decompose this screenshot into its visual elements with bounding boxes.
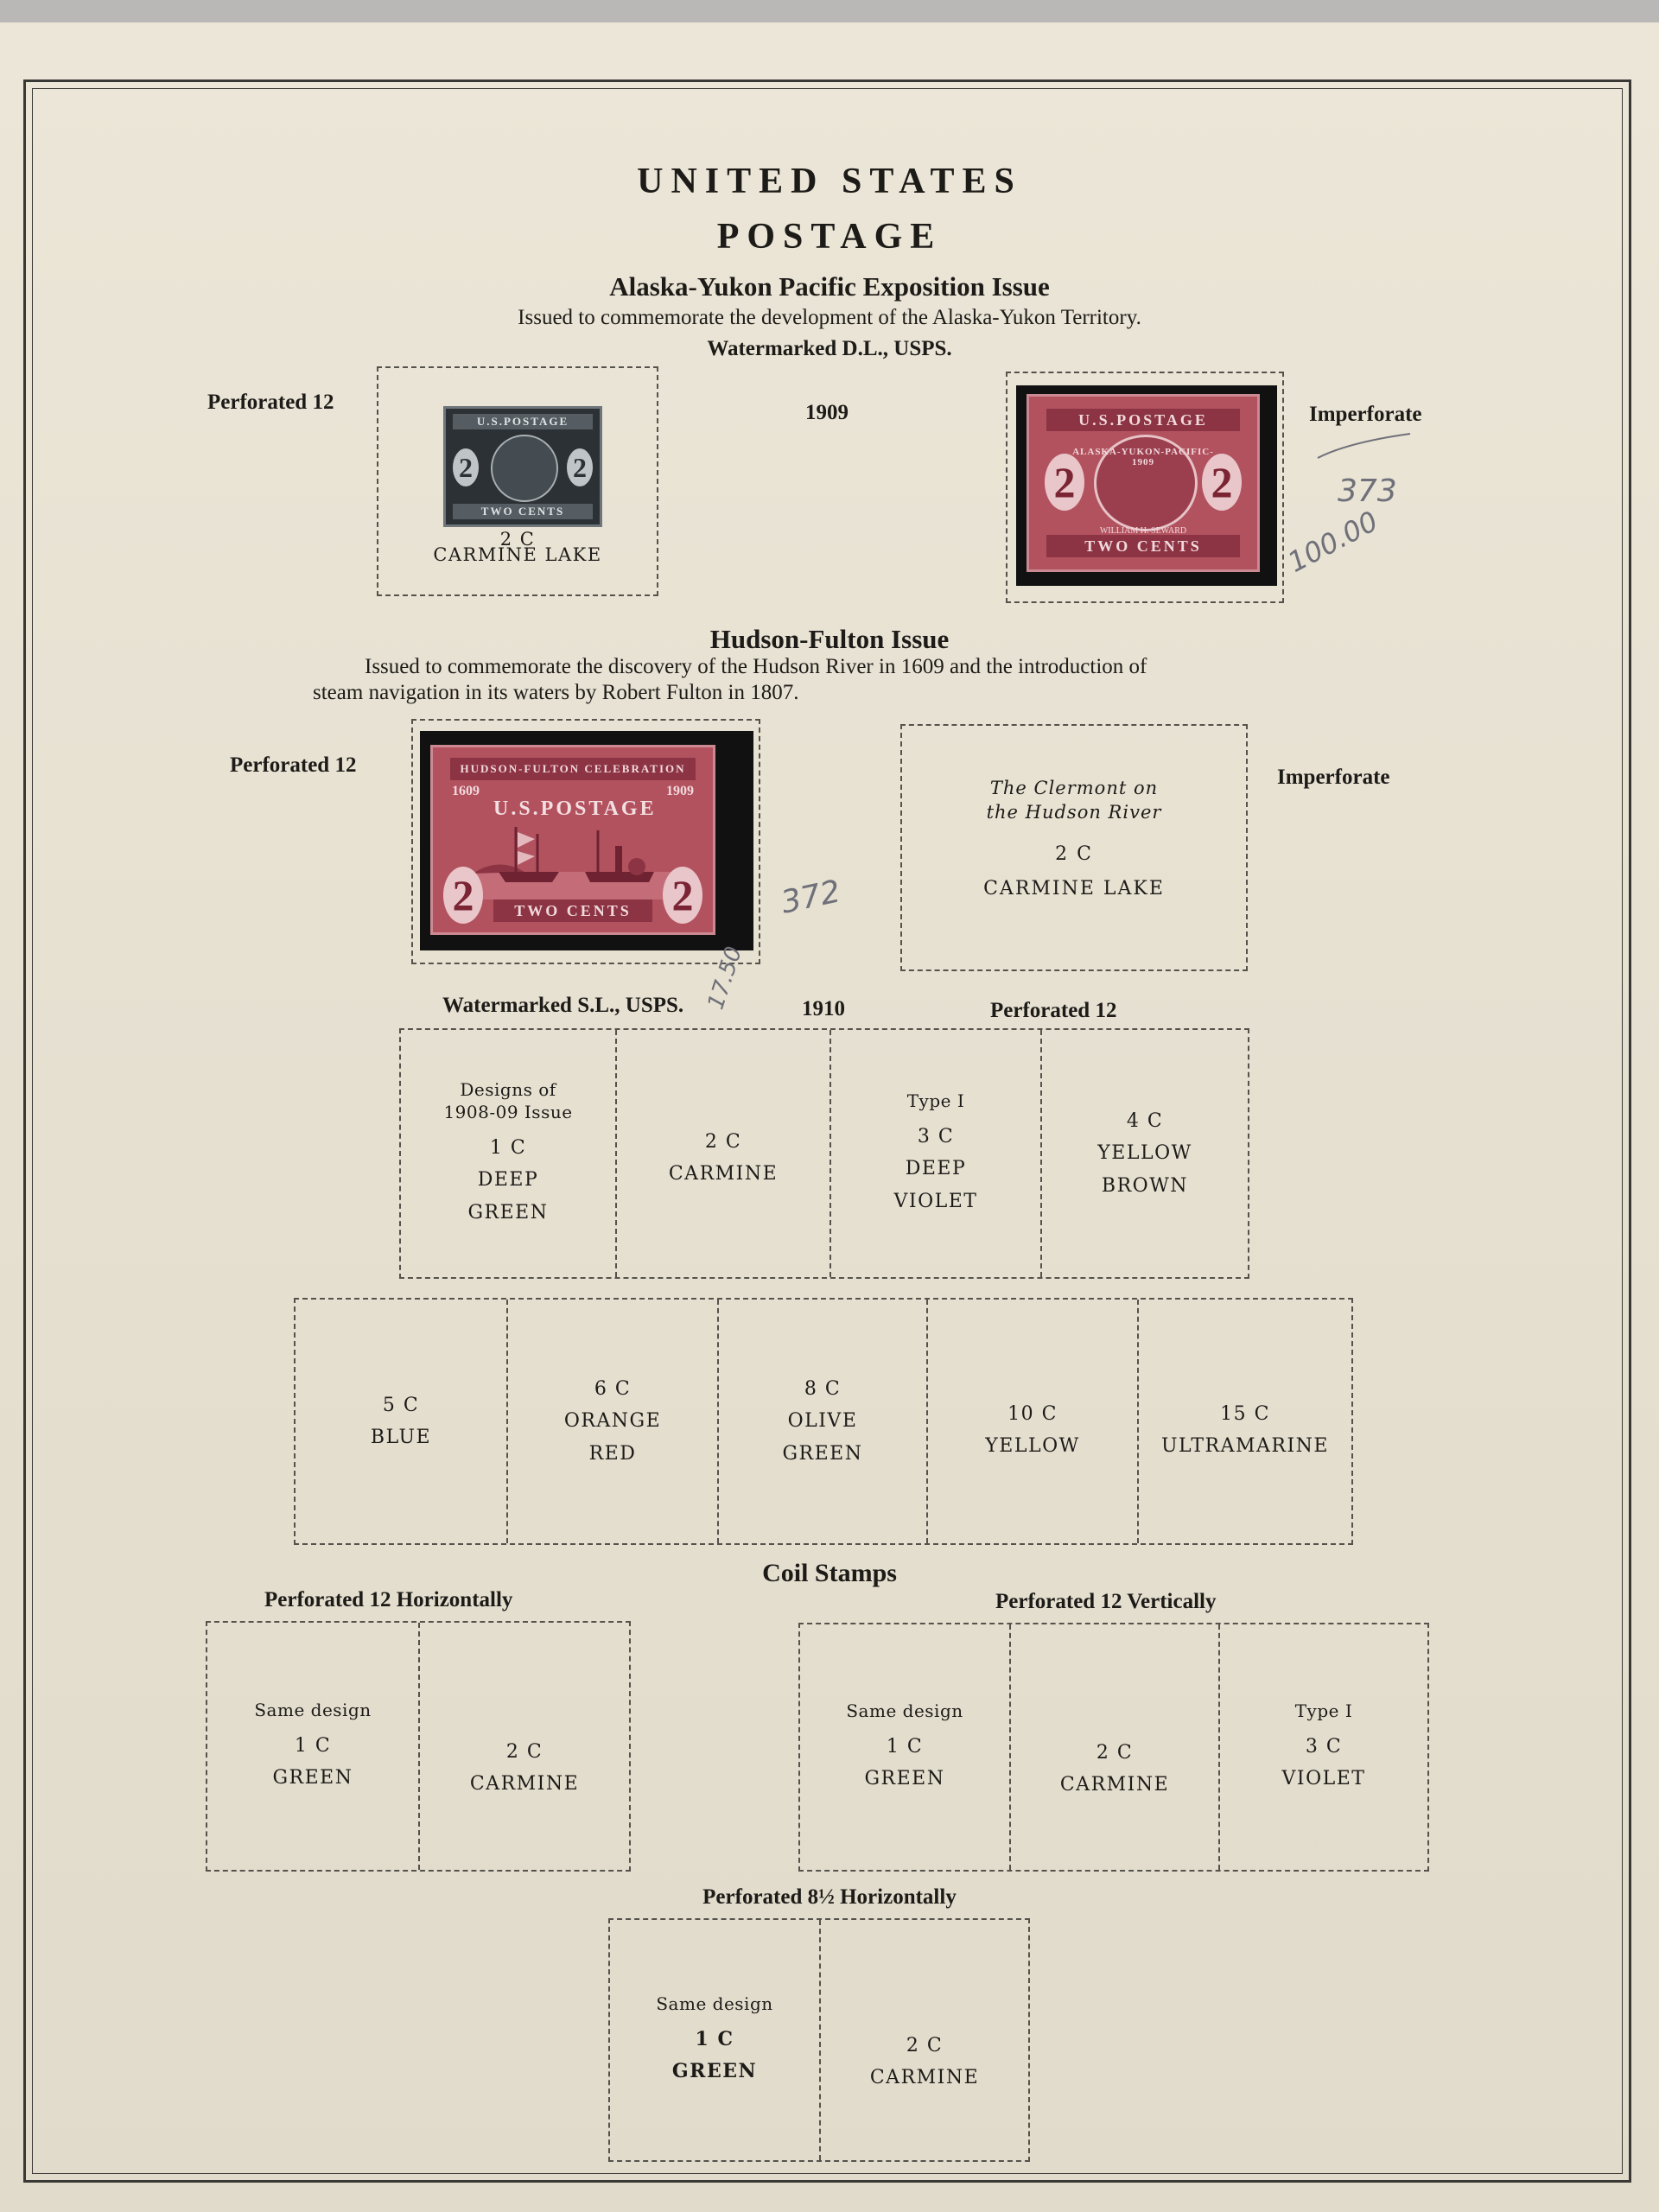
page-border-inner [32,88,1623,2174]
coil-85-1c: Same design 1 C GREEN [610,1920,821,2160]
coil-v-2c: 2 C CARMINE [1011,1624,1220,1870]
stamp-space-15c: 15 C ULTRAMARINE [1161,1402,1329,1457]
coil-horizontal-row: Same design 1 C GREEN 2 C CARMINE [206,1621,631,1872]
alaska-perf-color: CARMINE LAKE [433,544,602,565]
coil-vertical-row: Same design 1 C GREEN 2 C CARMINE Type I… [798,1623,1429,1872]
hudson-perf-stamp-space: HUDSON-FULTON CELEBRATION 1609 1909 U.S.… [411,719,760,964]
alaska-imperf-label: Imperforate [1309,403,1422,426]
coil-v-3c: Type I 3 C VIOLET [1281,1700,1366,1789]
hudson-perf-label: Perforated 12 [230,753,357,777]
coil-h-1c: Same design 1 C GREEN [207,1623,420,1870]
alaska-perf-denom: 2 C [499,529,536,550]
page-border-outer [23,79,1631,2183]
stamp-space-1c: Designs of 1908-09 Issue 1 C DEEP GREEN [401,1030,617,1277]
alaska-watermark: Watermarked D.L., USPS. [707,337,952,360]
hudson-imperf-note-line2: the Hudson River [986,802,1162,823]
coil-heading: Coil Stamps [762,1559,897,1587]
pencil-stroke [1317,433,1411,459]
hudson-description-line1: Issued to commemorate the discovery of t… [365,655,1147,678]
alaska-perf-label: Perforated 12 [207,391,334,414]
page-subtitle: POSTAGE [716,217,943,257]
hudson-imperf-color: CARMINE LAKE [983,878,1165,899]
stamp-space-8c: 8 C OLIVE GREEN [719,1300,928,1543]
hudson-heading: Hudson-Fulton Issue [709,624,950,654]
seward-portrait [1094,435,1198,531]
page-title: UNITED STATES [637,162,1022,201]
coil-v-1c: Same design 1 C GREEN [800,1624,1011,1870]
stamp-space-4c: 4 C YELLOW BROWN [1097,1109,1192,1197]
stamp-space-2c: 2 C CARMINE [617,1030,831,1277]
hudson-imperf-note-line1: The Clermont on [989,778,1159,798]
coil-85-2c: 2 C CARMINE [869,2034,980,2088]
hudson-description-line2: steam navigation in its waters by Robert… [313,681,799,704]
stamp-space-6c: 6 C ORANGE RED [508,1300,719,1543]
alaska-heading: Alaska-Yukon Pacific Exposition Issue [609,271,1050,302]
hudson-imperf-label: Imperforate [1277,766,1390,789]
coil-horizontal-label: Perforated 12 Horizontally [264,1588,513,1611]
stamp-space-10c: 10 C YELLOW [928,1300,1139,1543]
alaska-imperf-stamp: U.S.POSTAGE TWO CENTS 2 2 ALASKA-YUKON-P… [1027,394,1260,572]
issue1910-perf: Perforated 12 [990,999,1117,1022]
issue1910-row2: 5 C BLUE 6 C ORANGE RED 8 C OLIVE GREEN … [294,1298,1353,1545]
alaska-year: 1909 [805,401,849,424]
coil-85-label: Perforated 8½ Horizontally [702,1885,957,1909]
hudson-imperf-stamp-space: The Clermont on the Hudson River 2 C CAR… [900,724,1248,971]
alaska-perf-portrait [491,435,558,502]
alaska-perf-stamp: U.S.POSTAGE TWO CENTS 2 2 [443,406,602,527]
coil-vertical-label: Perforated 12 Vertically [995,1590,1217,1613]
background-strip [0,0,1659,26]
issue1910-row1: Designs of 1908-09 Issue 1 C DEEP GREEN … [399,1028,1249,1279]
ship-scene-icon [473,827,671,899]
coil-85-row: Same design 1 C GREEN 2 C CARMINE [608,1918,1030,2162]
hudson-imperf-denom: 2 C [1055,843,1093,865]
stamp-space-3c: Type I 3 C DEEP VIOLET [831,1030,1042,1277]
hudson-perf-stamp: HUDSON-FULTON CELEBRATION 1609 1909 U.S.… [430,745,715,935]
stamp-space-5c: 5 C BLUE [296,1300,508,1543]
issue1910-watermark: Watermarked S.L., USPS. [442,994,684,1017]
coil-h-2c: 2 C CARMINE [469,1740,580,1795]
alaska-perf-stamp-space: U.S.POSTAGE TWO CENTS 2 2 2 C CARMINE LA… [377,366,658,596]
alaska-description: Issued to commemorate the development of… [518,306,1141,329]
alaska-imperf-stamp-space: U.S.POSTAGE TWO CENTS 2 2 ALASKA-YUKON-P… [1006,372,1284,603]
issue1910-year: 1910 [802,997,845,1020]
alaska-hand-number: 373 [1338,474,1397,509]
